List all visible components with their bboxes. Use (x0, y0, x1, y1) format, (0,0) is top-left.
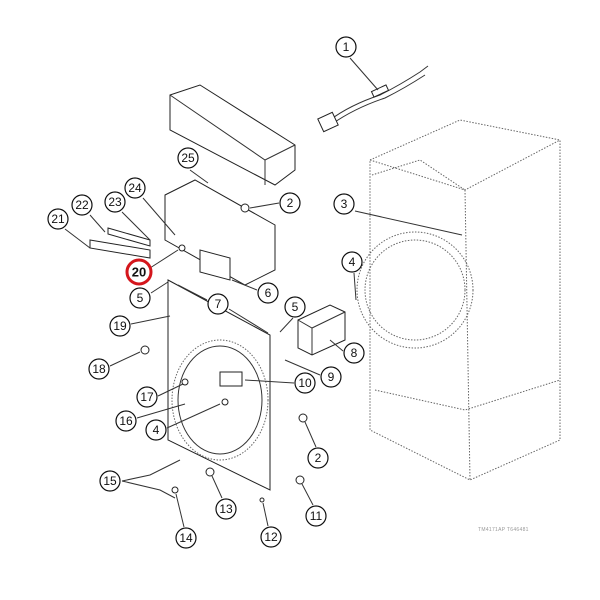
callout-circle (104, 191, 126, 213)
callout-circle (115, 410, 137, 432)
callout-circle (341, 251, 363, 273)
callout-2: 2 (307, 447, 329, 469)
callout-label: 4 (349, 255, 356, 269)
callout-5: 5 (284, 296, 306, 318)
callout-14: 14 (175, 527, 197, 549)
callout-25: 25 (177, 147, 199, 169)
callout-2: 2 (279, 192, 301, 214)
callout-13: 13 (215, 498, 237, 520)
control-panel (89, 179, 276, 286)
hardware (140, 203, 308, 503)
callout-circle (88, 358, 110, 380)
callout-8: 8 (343, 342, 365, 364)
callout-circle (145, 419, 167, 441)
leader-lines (64, 57, 463, 528)
callout-label: 11 (310, 509, 323, 523)
callout-24: 24 (124, 177, 146, 199)
callout-23: 23 (104, 191, 126, 213)
top-cover (169, 84, 296, 186)
callout-4: 4 (341, 251, 363, 273)
callout-circle (279, 192, 301, 214)
callout-circle (175, 527, 197, 549)
callout-15: 15 (99, 470, 121, 492)
callout-label: 1 (343, 40, 350, 54)
callout-label: 2 (315, 451, 322, 465)
callout-label: 5 (137, 291, 144, 305)
callout-label: 4 (153, 423, 160, 437)
callout-circle (284, 296, 306, 318)
callout-21: 21 (47, 208, 69, 230)
callout-circle (320, 366, 342, 388)
callout-circle (333, 193, 355, 215)
callout-label: 15 (103, 474, 117, 488)
wire-harness (317, 65, 429, 133)
callout-label: 22 (75, 198, 89, 212)
callout-label: 2 (287, 196, 294, 210)
callout-circle (125, 258, 153, 286)
callout-label: 7 (215, 297, 222, 311)
callout-3: 3 (333, 193, 355, 215)
callout-circle (124, 177, 146, 199)
callout-5: 5 (129, 287, 151, 309)
callout-circle (294, 372, 316, 394)
callout-1: 1 (335, 36, 357, 58)
callout-7: 7 (207, 293, 229, 315)
callout-circle (257, 282, 279, 304)
callout-circle (305, 505, 327, 527)
callout-label: 8 (351, 346, 358, 360)
callout-circle (47, 208, 69, 230)
callout-label: 12 (264, 530, 278, 544)
callout-9: 9 (320, 366, 342, 388)
callout-10: 10 (294, 372, 316, 394)
callout-circle (260, 526, 282, 548)
callout-label: 18 (92, 362, 106, 376)
callout-label: 14 (179, 531, 193, 545)
callout-label: 24 (128, 181, 142, 195)
callout-circle (99, 470, 121, 492)
callout-circle (335, 36, 357, 58)
callout-label: 13 (219, 502, 233, 516)
callout-12: 12 (260, 526, 282, 548)
callout-circle (71, 194, 93, 216)
callout-circle (129, 287, 151, 309)
callout-label: 25 (181, 151, 195, 165)
callout-label: 9 (328, 370, 335, 384)
callout-4: 4 (145, 419, 167, 441)
callout-22: 22 (71, 194, 93, 216)
callout-circle (215, 498, 237, 520)
switch-housing (297, 304, 346, 356)
callout-label: 21 (51, 212, 65, 226)
callout-label: 6 (265, 286, 272, 300)
callout-20: 20 (125, 258, 153, 286)
callout-17: 17 (136, 386, 158, 408)
callout-11: 11 (305, 505, 327, 527)
callout-label: 10 (298, 376, 312, 390)
callout-label: 16 (119, 414, 133, 428)
callout-19: 19 (109, 315, 131, 337)
callout-circle (307, 447, 329, 469)
callout-label: 19 (113, 319, 127, 333)
callout-18: 18 (88, 358, 110, 380)
callout-circle (136, 386, 158, 408)
cabinet (356, 119, 561, 481)
front-panel (167, 279, 271, 491)
callout-label: 20 (132, 265, 146, 280)
callout-circle (207, 293, 229, 315)
callout-6: 6 (257, 282, 279, 304)
callout-circle (177, 147, 199, 169)
callout-circle (343, 342, 365, 364)
callout-label: 23 (108, 195, 122, 209)
callout-16: 16 (115, 410, 137, 432)
callout-label: 3 (341, 197, 348, 211)
callout-label: 17 (140, 390, 154, 404)
callout-circle (109, 315, 131, 337)
drawing-code: TM4171AP T646481 (478, 527, 529, 533)
callout-label: 5 (292, 300, 299, 314)
